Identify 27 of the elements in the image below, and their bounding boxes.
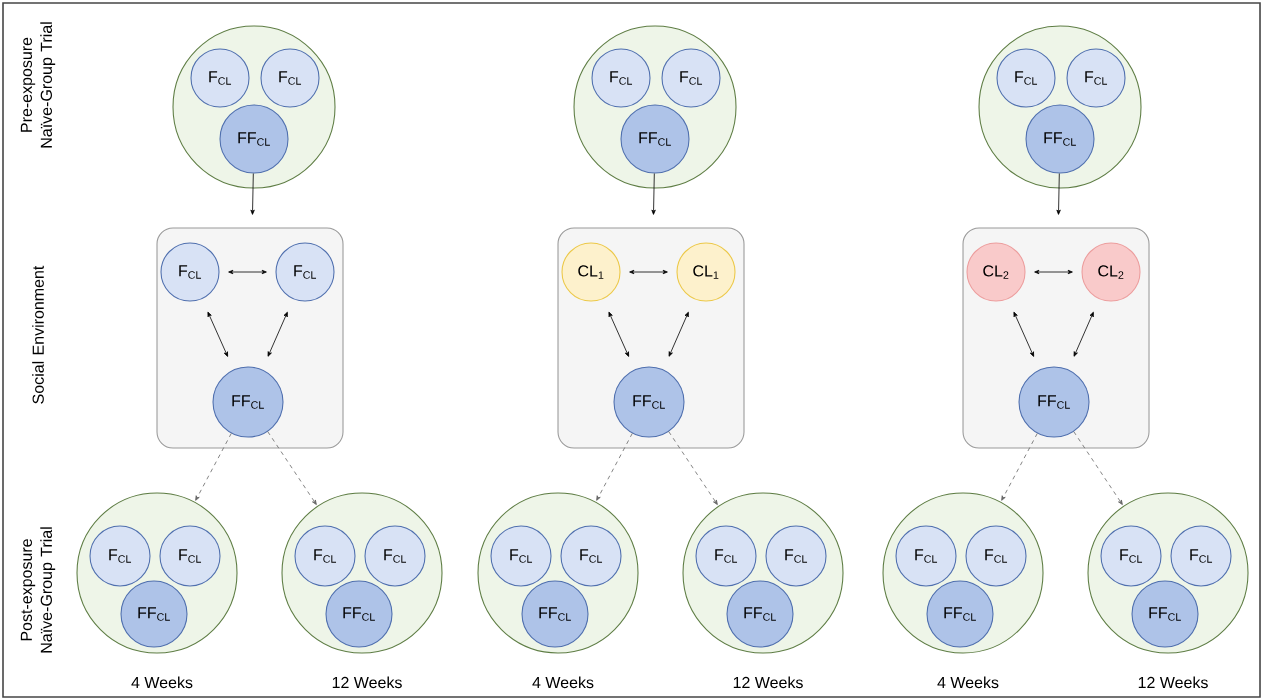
row-label: Social Environment <box>32 265 44 404</box>
time-label: 4 Weeks <box>131 676 193 689</box>
arrow <box>228 269 267 275</box>
arrow <box>207 311 229 357</box>
time-label: 12 Weeks <box>1138 676 1208 689</box>
arrow <box>1034 269 1073 275</box>
arrow <box>1073 311 1094 357</box>
time-label: 12 Weeks <box>332 676 402 689</box>
arrow <box>250 173 255 215</box>
arrow <box>596 432 633 501</box>
arrow <box>1073 431 1123 505</box>
row-label: Pre-exposure Naïve-Group Trial <box>20 22 56 148</box>
arrow <box>651 173 656 215</box>
arrow <box>1056 173 1061 215</box>
arrow <box>1013 311 1035 357</box>
arrow <box>267 311 288 357</box>
arrow <box>1001 432 1038 501</box>
time-label: 12 Weeks <box>733 676 803 689</box>
arrow <box>608 311 630 357</box>
time-label: 4 Weeks <box>937 676 999 689</box>
arrow <box>668 311 689 357</box>
time-label: 4 Weeks <box>532 676 594 689</box>
arrow <box>195 432 232 501</box>
arrow <box>668 431 718 505</box>
row-label: Post-exposure Naïve-Group Trial <box>20 527 56 653</box>
arrow <box>629 269 668 275</box>
arrow <box>267 431 317 505</box>
